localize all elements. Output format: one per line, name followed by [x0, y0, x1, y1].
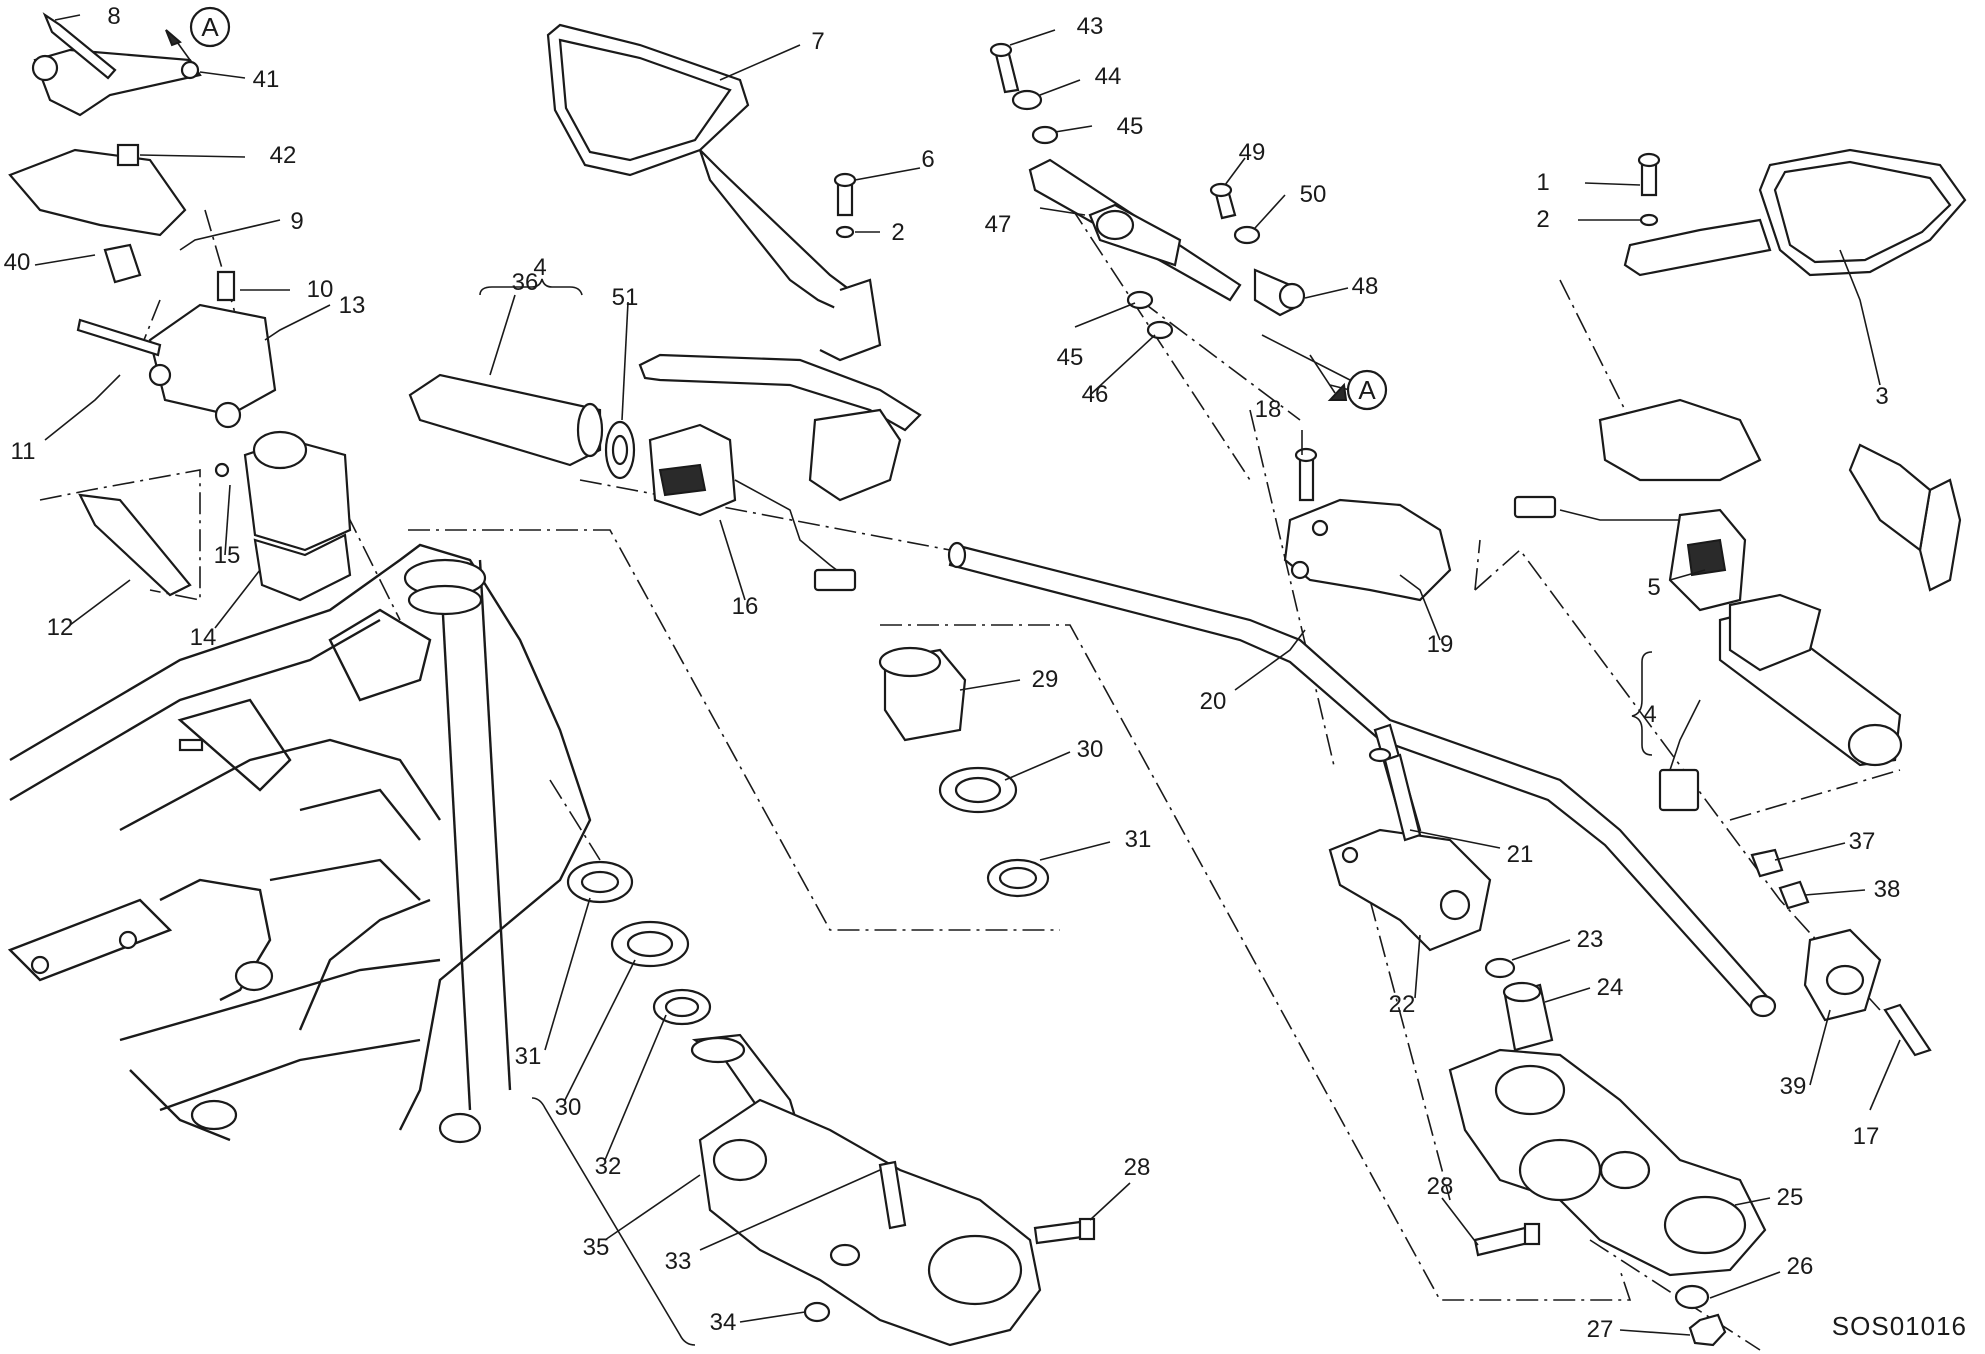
callout-label: 14 [189, 624, 217, 651]
callout-label: 5 [1647, 574, 1661, 601]
callout-label: 39 [1779, 1073, 1807, 1100]
grip-drawing [408, 373, 1903, 767]
reference-marker-label: A [201, 12, 219, 42]
callout-label: 28 [1426, 1173, 1454, 1200]
callout-label: 21 [1506, 841, 1534, 868]
callout-label: 20 [1199, 688, 1227, 715]
switch-housing-drawing [648, 423, 1747, 812]
callout-label: 15 [213, 542, 241, 569]
callout-label: 31 [514, 1043, 542, 1070]
callout-label: 17 [1852, 1123, 1880, 1150]
right-mirror-drawing [1623, 148, 1967, 277]
callout-label: 10 [306, 276, 334, 303]
callout-label: 44 [1094, 63, 1122, 90]
frame-drawing [7, 543, 592, 1144]
callout-label: 2 [1536, 206, 1550, 233]
callout-label: 34 [709, 1309, 737, 1336]
callout-label: 41 [252, 66, 280, 93]
drawing-code: SOS01016 [1831, 1311, 1967, 1341]
reference-markers [165, 6, 1388, 411]
callout-label: 45 [1116, 113, 1144, 140]
callout-label: 46 [1081, 381, 1109, 408]
callout-label: 29 [1031, 666, 1059, 693]
callout-label: 24 [1596, 974, 1624, 1001]
callout-label: 23 [1576, 926, 1604, 953]
callout-label: 2 [891, 219, 905, 246]
callout-label: 27 [1586, 1316, 1614, 1343]
leader-lines [34, 14, 1901, 1336]
handlebar-clamp-drawing [1283, 498, 1492, 952]
top-yoke-drawing [1448, 1048, 1767, 1277]
callout-label: 40 [3, 249, 31, 276]
handlebar-drawing [947, 541, 1777, 1018]
callout-label: 3 [1875, 383, 1889, 410]
reference-marker-label: A [1358, 375, 1376, 405]
callout-label: 32 [594, 1153, 622, 1180]
callout-label: 25 [1776, 1184, 1804, 1211]
lever-drawing [638, 353, 1962, 592]
callout-label: 12 [46, 614, 74, 641]
callout-label: 26 [1786, 1253, 1814, 1280]
callout-label: 16 [731, 593, 759, 620]
callout-label: 28 [1123, 1154, 1151, 1181]
callout-label: 43 [1076, 13, 1104, 40]
callout-label: 22 [1388, 991, 1416, 1018]
callout-label: 49 [1238, 139, 1266, 166]
callout-label: 6 [921, 146, 935, 173]
callout-label: 4 [533, 254, 547, 281]
callout-label: 7 [811, 28, 825, 55]
callout-label: 38 [1873, 876, 1901, 903]
hardware-drawing [42, 12, 1932, 1347]
callout-label: 48 [1351, 273, 1379, 300]
callout-brackets [479, 278, 1653, 1346]
callout-label: 47 [984, 211, 1012, 238]
callout-label: 42 [269, 142, 297, 169]
callout-label: 30 [1076, 736, 1104, 763]
callout-label: 50 [1299, 181, 1327, 208]
callout-label: 19 [1426, 631, 1454, 658]
callout-label: 51 [611, 284, 639, 311]
callout-label: 1 [1536, 169, 1550, 196]
callout-label: 9 [290, 208, 304, 235]
steering-stem-drawing [690, 1033, 1042, 1347]
callout-label: 13 [338, 292, 366, 319]
callout-label: 18 [1254, 396, 1282, 423]
steering-damper-drawing [1028, 158, 1306, 317]
callout-label: 4 [1643, 701, 1657, 728]
left-mirror-drawing [546, 23, 882, 362]
callout-label: 36 [511, 269, 539, 296]
callout-label: 45 [1056, 344, 1084, 371]
callout-label: 35 [582, 1234, 610, 1261]
callout-label: 33 [664, 1248, 692, 1275]
ignition-lock-drawing [8, 48, 352, 602]
callout-label: 8 [107, 3, 121, 30]
callout-label: 11 [10, 438, 36, 465]
callout-label: 37 [1848, 828, 1876, 855]
callout-label: 30 [554, 1094, 582, 1121]
callout-label: 31 [1124, 826, 1152, 853]
